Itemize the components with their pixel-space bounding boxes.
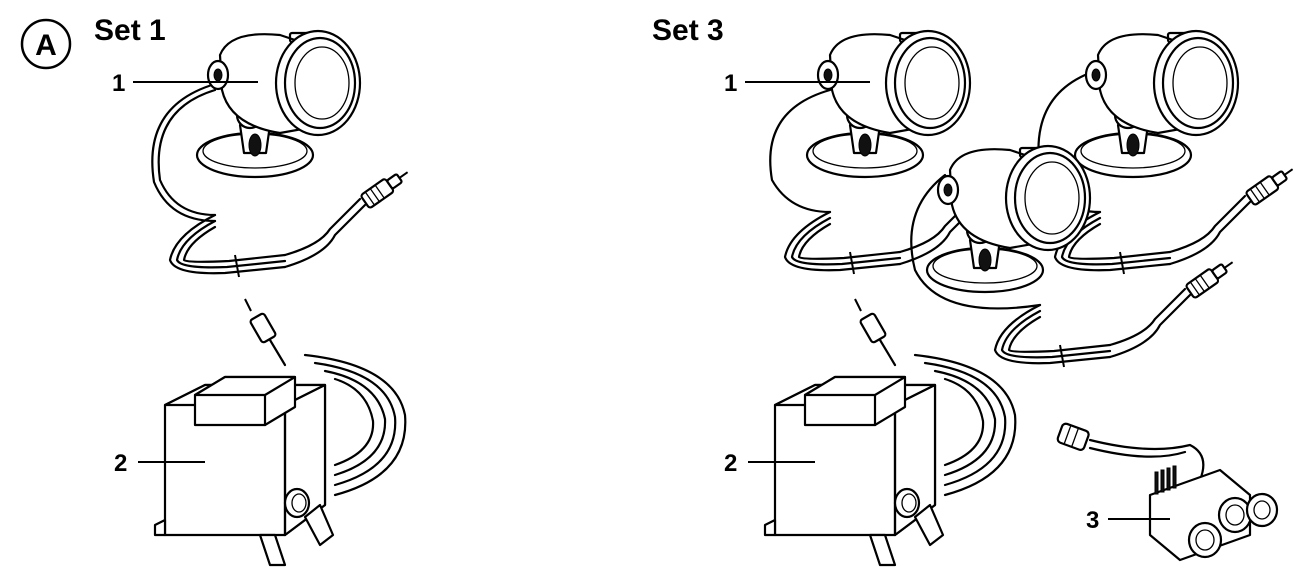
set3-callout-3: 3 <box>1086 507 1099 534</box>
set1-group: Set 1 1 2 <box>94 14 414 567</box>
set3-title: Set 3 <box>652 14 724 47</box>
set3-callout-1: 1 <box>724 70 737 97</box>
set3-transformer <box>763 297 1017 567</box>
set1-title: Set 1 <box>94 14 166 47</box>
set3-distributor <box>1056 422 1279 562</box>
set1-spotlight <box>151 29 414 279</box>
set3-spotlight-center <box>910 144 1239 369</box>
set1-callout-2: 2 <box>114 450 127 477</box>
set3-callout-2: 2 <box>724 450 737 477</box>
figure-badge: A <box>20 18 72 70</box>
set3-spotlight-left <box>769 29 1029 276</box>
set1-transformer <box>153 297 407 567</box>
set1-callout-1: 1 <box>112 70 125 97</box>
badge-letter: A <box>35 29 57 62</box>
set3-spotlight-right <box>1037 29 1295 276</box>
set3-group: Set 3 1 2 <box>652 14 1295 567</box>
